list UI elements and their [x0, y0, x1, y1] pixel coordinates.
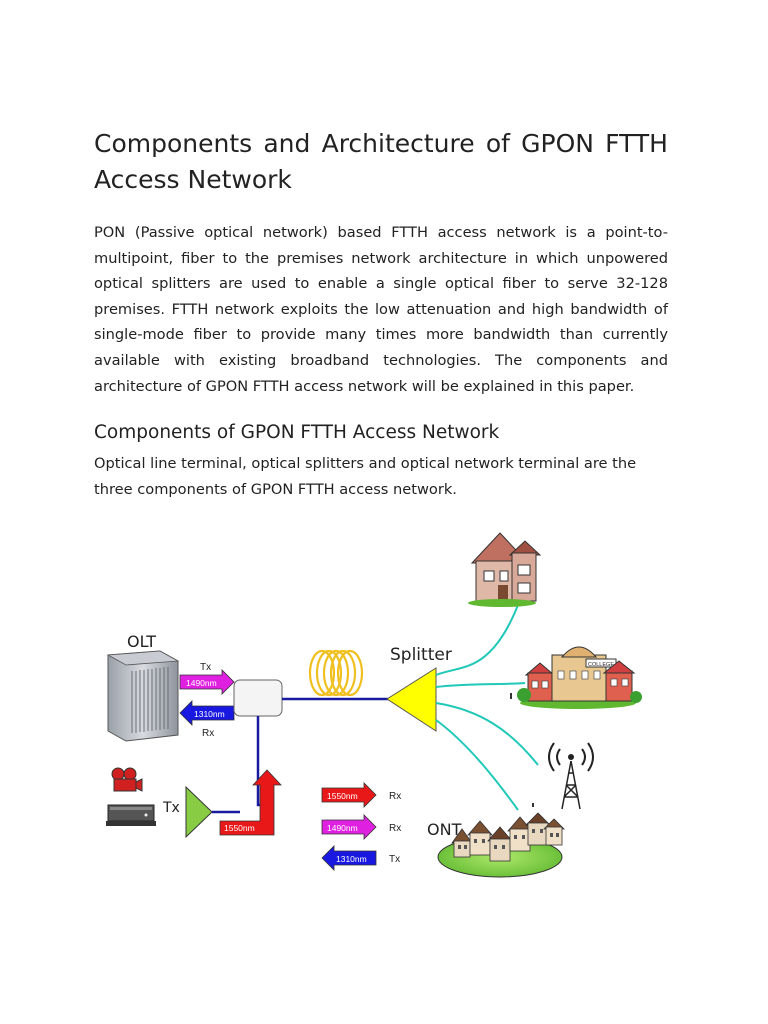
drop-fibers	[435, 604, 539, 811]
gpon-architecture-diagram: OLT Tx 1490nm 1310nm Rx Split	[100, 525, 645, 890]
svg-text:1550nm: 1550nm	[224, 823, 255, 833]
ont-label: ONT	[427, 820, 462, 839]
olt-rx-arrow: 1310nm	[179, 700, 235, 726]
legend-1550-rx: 1550nm Rx	[321, 782, 401, 808]
video-1550-arrow: 1550nm	[219, 769, 282, 836]
wdm-coupler	[233, 679, 283, 717]
radio-tower-icon	[548, 742, 594, 810]
legend-1310-tx: 1310nm Tx	[321, 845, 400, 871]
olt-tx-label: Tx	[200, 662, 211, 673]
amplifier-icon	[185, 785, 213, 839]
legend-1490-rx: 1490nm Rx	[321, 814, 401, 840]
svg-text:1490nm: 1490nm	[327, 823, 358, 833]
splitter-label: Splitter	[390, 645, 452, 665]
section-paragraph: Optical line terminal, optical splitters…	[94, 455, 637, 498]
svg-text:1490nm: 1490nm	[186, 678, 217, 688]
svg-text:1310nm: 1310nm	[194, 709, 225, 719]
svg-text:Rx: Rx	[389, 791, 401, 802]
fiber-coil-icon	[308, 649, 364, 697]
olt-tx-arrow: 1490nm	[179, 669, 235, 695]
olt-label: OLT	[127, 632, 156, 651]
section-heading: Components of GPON FTTH Access Network	[94, 422, 500, 443]
video-source-icon	[106, 767, 156, 826]
olt-rx-label: Rx	[202, 728, 214, 739]
college-icon: COLLEGE	[517, 646, 642, 709]
housing-estate-icon	[437, 812, 565, 878]
page-title: Components and Architecture of GPON FTTH…	[94, 129, 668, 194]
intro-paragraph: PON (Passive optical network) based FTTH…	[94, 224, 668, 395]
olt-rack-icon	[106, 650, 180, 742]
college-sign: COLLEGE	[588, 662, 614, 668]
svg-text:Rx: Rx	[389, 823, 401, 834]
svg-text:Tx: Tx	[389, 854, 400, 865]
svg-text:1550nm: 1550nm	[327, 791, 358, 801]
svg-text:1310nm: 1310nm	[336, 854, 367, 864]
house-icon	[468, 532, 542, 607]
diagram-canvas: OLT Tx 1490nm 1310nm Rx Split	[106, 532, 642, 878]
splitter-icon	[386, 667, 437, 732]
video-tx-label: Tx	[162, 800, 180, 816]
